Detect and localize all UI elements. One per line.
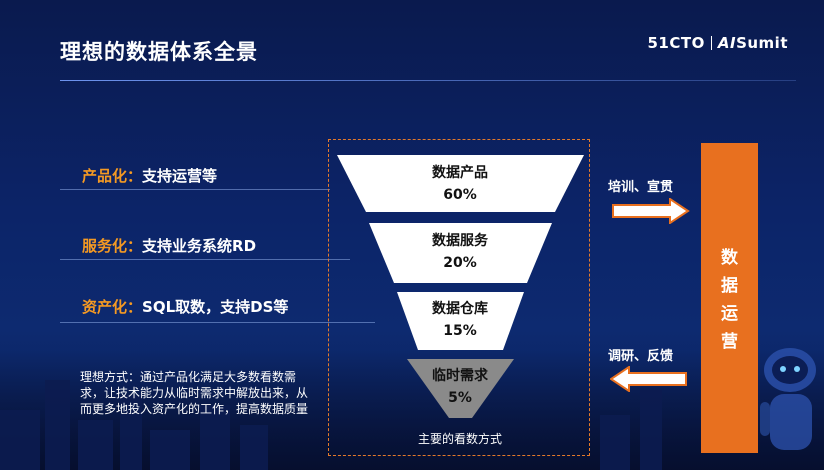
label-underline xyxy=(60,259,350,260)
funnel-layer-data-product xyxy=(337,155,584,212)
funnel-label-data-product: 数据产品 60% xyxy=(390,162,530,206)
label-highlight: 服务化： xyxy=(82,237,143,255)
layer-name: 临时需求 xyxy=(432,368,488,384)
label-text: 支持业务系统RD xyxy=(142,237,257,255)
layer-name: 数据仓库 xyxy=(432,301,488,317)
layer-share: 5% xyxy=(448,390,472,406)
label-assetization: 资产化：SQL取数，支持DS等 xyxy=(82,296,288,317)
layer-share: 15% xyxy=(443,323,477,339)
page-title: 理想的数据体系全景 xyxy=(60,40,258,64)
label-underline xyxy=(60,189,330,190)
right-arrow-icon xyxy=(612,198,690,224)
layer-name: 数据服务 xyxy=(432,233,488,249)
data-operations-bar: 数 据 运 营 xyxy=(701,143,758,453)
ideal-approach-note: 理想方式：通过产品化满足大多数看数需求，让技术能力从临时需求中解放出来，从而更多… xyxy=(80,370,309,416)
ops-char: 营 xyxy=(721,332,738,352)
arrow-label-research: 调研、反馈 xyxy=(608,349,674,364)
funnel-caption: 主要的看数方式 xyxy=(417,432,502,446)
city-skyline-background xyxy=(0,350,824,470)
label-underline xyxy=(60,322,375,323)
funnel-label-data-warehouse: 数据仓库 15% xyxy=(390,298,530,342)
ops-char: 据 xyxy=(721,276,738,296)
logo-brand: 51CTO xyxy=(647,34,705,52)
funnel-label-data-service: 数据服务 20% xyxy=(390,230,530,274)
label-highlight: 产品化： xyxy=(82,167,143,185)
robot-illustration xyxy=(760,348,816,450)
layer-share: 20% xyxy=(443,255,477,271)
logo-event: Sumit xyxy=(736,34,788,52)
logo-ai: AI xyxy=(717,34,737,52)
arrow-label-training: 培训、宣贯 xyxy=(608,180,674,195)
funnel-dashed-frame xyxy=(328,139,590,456)
layer-name: 数据产品 xyxy=(432,165,488,181)
ops-char: 运 xyxy=(721,304,738,324)
logo-separator xyxy=(710,36,712,50)
label-text: SQL取数，支持DS等 xyxy=(142,298,289,316)
funnel-layer-adhoc-request xyxy=(407,359,514,418)
title-divider xyxy=(60,80,796,81)
left-arrow-icon xyxy=(610,366,687,392)
funnel-layer-data-service xyxy=(369,223,552,283)
label-productization: 产品化：支持运营等 xyxy=(82,165,217,186)
label-text: 支持运营等 xyxy=(142,167,218,185)
layer-share: 60% xyxy=(443,187,477,203)
funnel-layer-data-warehouse xyxy=(397,292,524,350)
label-servicization: 服务化：支持业务系统RD xyxy=(82,235,256,256)
label-highlight: 资产化： xyxy=(82,298,143,316)
funnel-label-adhoc-request: 临时需求 5% xyxy=(390,365,530,409)
ops-char: 数 xyxy=(721,248,738,268)
event-logo: 51CTO AISumit xyxy=(647,34,788,52)
